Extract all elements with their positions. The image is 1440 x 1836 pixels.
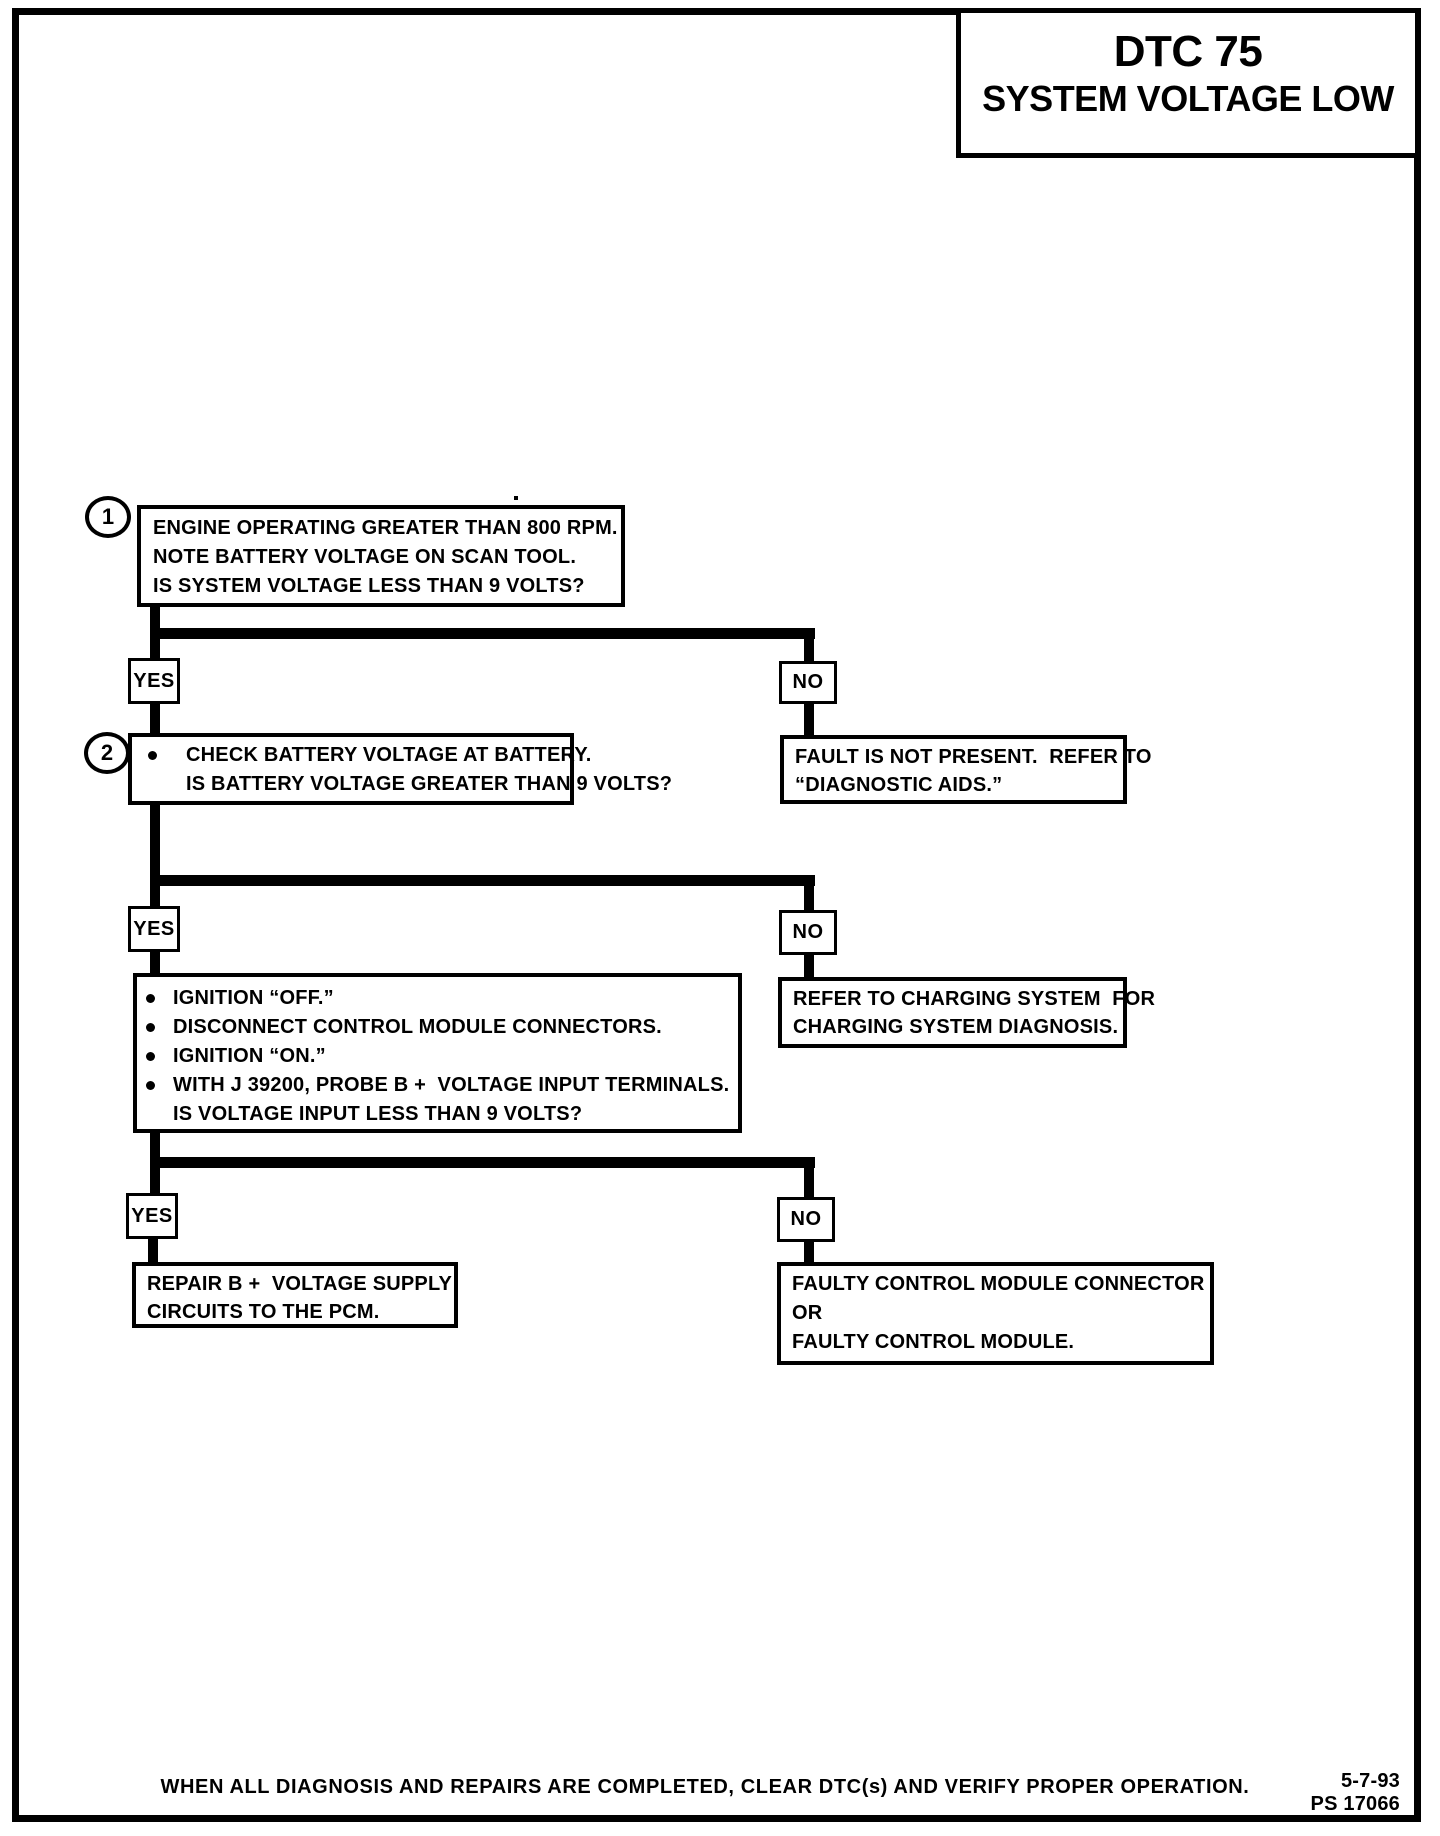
connector-line: [148, 1237, 158, 1264]
result-fault-not-present-box: FAULT IS NOT PRESENT. REFER TO “DIAGNOST…: [780, 735, 1152, 804]
step-1-number: 1: [101, 504, 115, 529]
result-line: CHARGING SYSTEM DIAGNOSIS.: [793, 1016, 1119, 1038]
scan-artifact-dot: [514, 496, 518, 500]
step-1-number-circle: 1: [85, 496, 131, 538]
result-line: REFER TO CHARGING SYSTEM FOR: [793, 988, 1156, 1010]
footer-date: 5-7-93: [1340, 1770, 1400, 1792]
page-border: [12, 8, 1421, 1822]
step-1-line: IS SYSTEM VOLTAGE LESS THAN 9 VOLTS?: [153, 575, 585, 597]
step-2-number: 2: [100, 740, 114, 765]
result-line: REPAIR B + VOLTAGE SUPPLY: [147, 1273, 453, 1295]
yes-label-3: YES: [126, 1193, 178, 1239]
step-3-bullet: IGNITION “OFF.”: [173, 987, 334, 1009]
result-line: OR: [792, 1302, 823, 1324]
connector-line: [804, 1157, 814, 1199]
dtc-code-title: DTC 75: [1113, 27, 1263, 76]
step-2-box: CHECK BATTERY VOLTAGE AT BATTERY. IS BAT…: [128, 733, 673, 805]
step-3-bullet: WITH J 39200, PROBE B + VOLTAGE INPUT TE…: [173, 1074, 730, 1096]
result-line: FAULTY CONTROL MODULE CONNECTOR: [792, 1273, 1205, 1295]
step-3-box: IGNITION “OFF.” DISCONNECT CONTROL MODUL…: [133, 973, 742, 1133]
bullet-icon: [146, 1023, 155, 1032]
connector-line: [150, 803, 160, 908]
result-refer-charging-box: REFER TO CHARGING SYSTEM FOR CHARGING SY…: [778, 977, 1156, 1048]
connector-line: [150, 875, 815, 886]
result-line: CIRCUITS TO THE PCM.: [147, 1301, 380, 1323]
bullet-icon: [148, 751, 157, 760]
footer-meta: 5-7-93 PS 17066: [1311, 1770, 1400, 1816]
step-1-line: NOTE BATTERY VOLTAGE ON SCAN TOOL.: [153, 546, 577, 568]
result-line: FAULTY CONTROL MODULE.: [792, 1331, 1075, 1353]
result-faulty-module-box: FAULTY CONTROL MODULE CONNECTOR OR FAULT…: [777, 1262, 1214, 1365]
connector-line: [804, 628, 814, 664]
no-label-3: NO: [777, 1197, 835, 1242]
connector-line: [804, 702, 814, 737]
result-line: FAULT IS NOT PRESENT. REFER TO: [795, 746, 1152, 768]
yes-label-1: YES: [128, 658, 180, 704]
step-2-bullet: CHECK BATTERY VOLTAGE AT BATTERY.: [186, 744, 592, 766]
connector-line: [150, 702, 160, 735]
step-1-box: ENGINE OPERATING GREATER THAN 800 RPM. N…: [137, 505, 625, 607]
connector-line: [150, 1157, 815, 1168]
connector-line: [150, 628, 815, 639]
bullet-icon: [146, 1081, 155, 1090]
yes-label-2: YES: [128, 906, 180, 952]
no-label-1: NO: [779, 661, 837, 704]
no-label-2: NO: [779, 910, 837, 955]
connector-line: [804, 953, 814, 979]
title-box: DTC 75 SYSTEM VOLTAGE LOW: [956, 8, 1420, 158]
connector-line: [804, 875, 814, 912]
step-3-question: IS VOLTAGE INPUT LESS THAN 9 VOLTS?: [173, 1103, 583, 1125]
connector-line: [804, 1240, 814, 1264]
dtc-subtitle: SYSTEM VOLTAGE LOW: [982, 78, 1394, 119]
step-1-line: ENGINE OPERATING GREATER THAN 800 RPM.: [153, 517, 618, 539]
step-3-bullet: IGNITION “ON.”: [173, 1045, 326, 1067]
connector-line: [150, 950, 160, 975]
footer-note: WHEN ALL DIAGNOSIS AND REPAIRS ARE COMPL…: [160, 1776, 1250, 1798]
step-2-question: IS BATTERY VOLTAGE GREATER THAN 9 VOLTS?: [186, 773, 673, 795]
bullet-icon: [146, 1052, 155, 1061]
result-line: “DIAGNOSTIC AIDS.”: [795, 774, 1003, 796]
bullet-icon: [146, 994, 155, 1003]
step-2-number-circle: 2: [84, 732, 130, 774]
step-3-bullet: DISCONNECT CONTROL MODULE CONNECTORS.: [173, 1016, 662, 1038]
footer-doc-id: PS 17066: [1310, 1793, 1400, 1815]
result-repair-b-plus-box: REPAIR B + VOLTAGE SUPPLY CIRCUITS TO TH…: [132, 1262, 458, 1328]
